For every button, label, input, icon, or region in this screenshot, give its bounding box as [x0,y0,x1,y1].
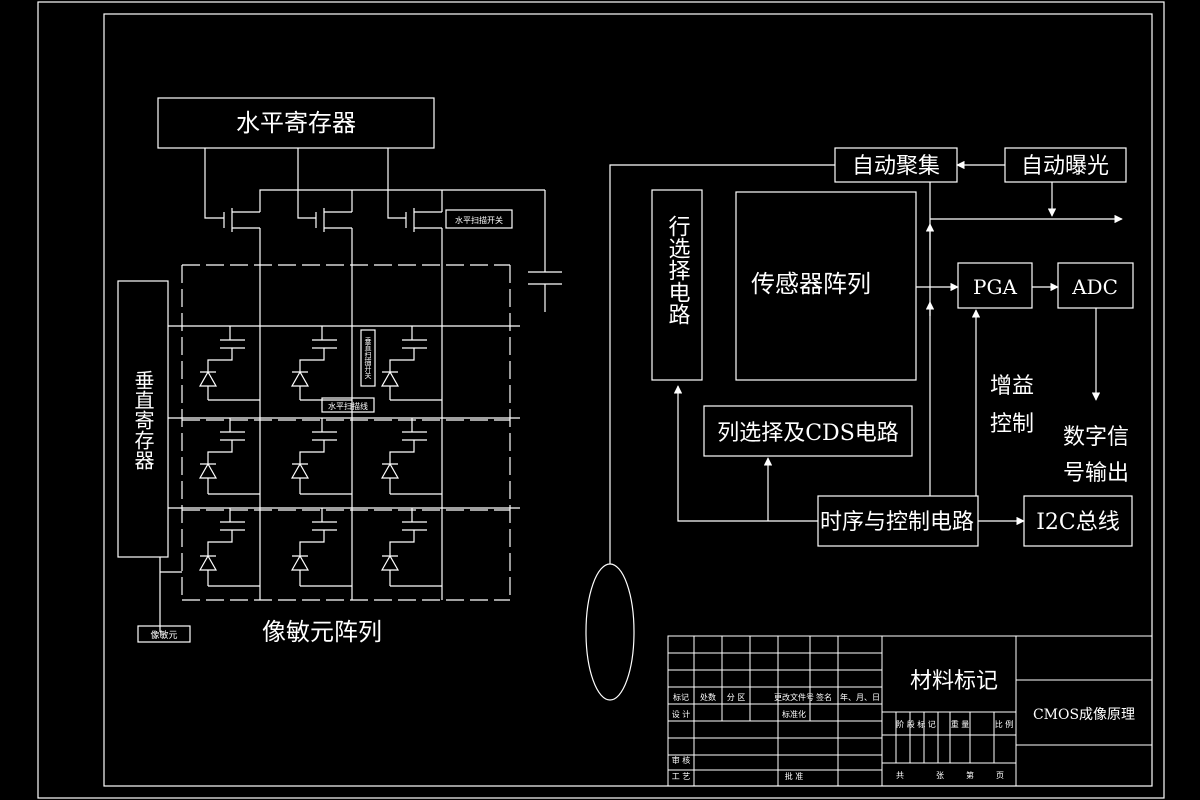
drawing-frame [37,1,1165,799]
adc-label: ADC [1071,275,1118,299]
digital-output-label-2: 号输出 [1063,461,1129,486]
gain-control-label-1: 增益 [990,374,1034,399]
column-select-box [703,405,913,457]
auto-exposure-label: 自动曝光 [1021,154,1109,179]
vertical-scan-switch-box [360,329,376,387]
block-diagram [585,147,1134,701]
tb-standardization: 标准化 [782,709,806,719]
column-select-label: 列选择及CDS电路 [717,421,899,446]
tb-header-zone: 分 区 [727,693,746,702]
pixel-array-label: 像敏元阵列 [262,618,382,646]
gain-control-label-2: 控制 [990,412,1034,437]
tb-weight: 重 量 [951,719,970,729]
drawing-title: CMOS成像原理 [1033,707,1135,723]
horizontal-scan-switch-box [445,209,513,229]
tb-header-doc: 更改文件号 [774,692,814,702]
vertical-register-label: 垂直寄存器 [131,370,155,470]
row-select-box [651,189,703,381]
tb-approve: 批 准 [785,771,804,781]
tb-header-date: 年、月、日 [840,692,880,702]
horizontal-register-label: 水平寄存器 [236,109,356,137]
vertical-register-box [117,280,169,558]
pga-label: PGA [973,275,1017,299]
sensor-array-box [735,191,917,381]
horizontal-register-box [157,97,435,149]
tb-sheet-unit: 张 [936,771,944,780]
auto-focus-label: 自动聚集 [852,154,940,179]
horizontal-scan-line-label: 水平扫描线 [328,401,368,411]
vertical-scan-switch-label: 垂直扫描开关 [364,336,372,380]
tb-header-count: 处数 [700,692,716,702]
tb-sheet-no: 第 [966,770,974,780]
row-select-label: 行选择电路 [665,215,691,325]
horizontal-scan-switch-label: 水平扫描开关 [455,215,503,225]
tb-header-mark: 标记 [673,692,689,702]
i2c-bus-label: I2C总线 [1036,510,1120,535]
tb-header-sign: 签名 [816,692,832,702]
tb-scale: 比 例 [995,719,1014,729]
timing-control-label: 时序与控制电路 [820,510,974,535]
pixel-element-box [137,625,191,643]
tb-sheet-total: 共 [896,771,904,780]
tb-process: 工 艺 [672,772,691,781]
horizontal-scan-line-box [321,397,375,413]
sensor-array-label: 传感器阵列 [751,270,871,298]
pixel-element-label: 像敏元 [150,629,177,641]
tb-review: 审 核 [672,755,691,765]
title-block [667,635,1153,787]
title-block-text: 标记 处数 分 区 更改文件号 签名 年、月、日 设 计 标准化 审 核 工 艺… [672,692,1014,781]
digital-output-label-1: 数字信 [1063,425,1129,450]
tb-design: 设 计 [672,709,691,719]
material-mark-label: 材料标记 [910,669,998,694]
pixel-cells [198,326,442,587]
tb-sheet-page: 页 [996,771,1004,780]
tb-stage-mark: 阶 段 标 记 [896,719,936,729]
loop-ellipse [585,563,635,701]
pixel-array-schematic [117,97,562,643]
